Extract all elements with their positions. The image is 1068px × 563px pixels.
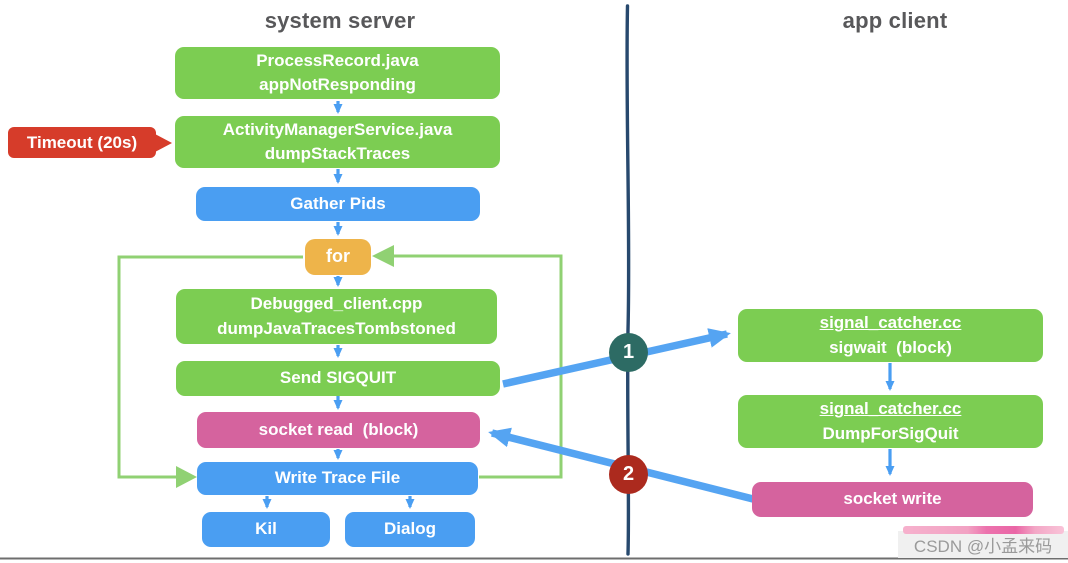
ams-method: dumpStackTraces <box>264 144 411 163</box>
dump-for-sigquit-box: signal_catcher.cc DumpForSigQuit <box>738 395 1043 448</box>
debugged-client-box: Debugged_client.cpp dumpJavaTracesTombst… <box>176 289 497 344</box>
debugged-client-method: dumpJavaTracesTombstoned <box>217 318 456 338</box>
loop-exit-arrowhead <box>176 466 197 488</box>
loop-exit-path <box>117 255 303 479</box>
system-server-title: system server <box>264 8 416 33</box>
watermark: CSDN @小孟来码 <box>898 531 1068 558</box>
step-2-number: 2 <box>622 463 635 485</box>
watermark-text: CSDN @小孟来码 <box>913 537 1053 556</box>
gather-pids-box: Gather Pids <box>196 187 480 221</box>
write-trace-file-box: Write Trace File <box>197 462 478 495</box>
step-2-badge: 2 <box>609 455 648 494</box>
send-sigquit-box: Send SIGQUIT <box>176 361 500 396</box>
socket-write-box: socket write <box>752 482 1033 517</box>
socket-write-label: socket write <box>843 489 942 509</box>
socket-read-box: socket read (block) <box>197 412 480 448</box>
sigwait-box: signal_catcher.cc sigwait (block) <box>738 309 1043 362</box>
gather-pids-label: Gather Pids <box>290 193 386 213</box>
ams-file: ActivityManagerService.java <box>222 119 453 139</box>
dump-for-sigquit-method: DumpForSigQuit <box>822 423 959 443</box>
socket-read-label: socket read (block) <box>258 419 419 439</box>
write-trace-file-label: Write Trace File <box>274 468 401 488</box>
sigwait-file-link: signal_catcher.cc <box>819 313 962 333</box>
process-record-method: appNotResponding <box>259 75 416 94</box>
step-1-number: 1 <box>622 341 635 363</box>
kill-label: Kil <box>255 519 277 539</box>
timeout-callout-arrow <box>155 134 172 152</box>
send-sigquit-label: Send SIGQUIT <box>279 368 397 388</box>
sigwait-method: sigwait (block) <box>829 337 952 357</box>
pink-highlight-smear <box>903 526 1064 534</box>
loop-back-path <box>394 254 563 479</box>
dump-for-sigquit-file-link: signal_catcher.cc <box>819 399 962 419</box>
flow-arrows-left <box>262 101 415 509</box>
kill-box: Kil <box>202 512 330 547</box>
app-client-title: app client <box>842 8 948 33</box>
for-label: for <box>326 246 350 267</box>
dialog-label: Dialog <box>384 519 436 539</box>
debugged-client-file: Debugged_client.cpp <box>250 294 423 314</box>
process-record-box: ProcessRecord.java appNotResponding <box>175 47 500 99</box>
step-1-badge: 1 <box>609 333 648 372</box>
for-loop-box: for <box>305 239 371 275</box>
timeout-callout: Timeout (20s) <box>8 127 156 158</box>
activity-manager-service-box: ActivityManagerService.java dumpStackTra… <box>175 116 500 168</box>
dialog-box: Dialog <box>345 512 475 547</box>
process-record-file: ProcessRecord.java <box>256 50 419 70</box>
timeout-label: Timeout (20s) <box>26 132 138 152</box>
loop-back-arrowhead <box>372 245 394 267</box>
